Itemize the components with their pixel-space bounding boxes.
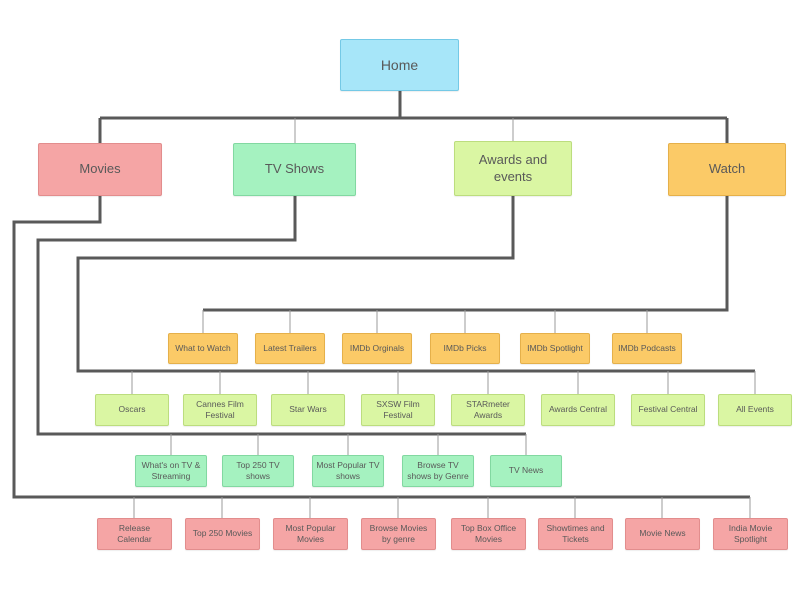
node-sxsw-film-festival[interactable]: SXSW Film Festival [361,394,435,426]
node-oscars[interactable]: Oscars [95,394,169,426]
node-imdb-spotlight[interactable]: IMDb Spotlight [520,333,590,364]
node-most-popular-movies[interactable]: Most Popular Movies [273,518,348,550]
node-top-250-movies[interactable]: Top 250 Movies [185,518,260,550]
node-imdb-originals[interactable]: IMDb Orginals [342,333,412,364]
connector-drops [131,118,756,518]
node-whats-on-tv-streaming[interactable]: What's on TV & Streaming [135,455,207,487]
node-tv-shows[interactable]: TV Shows [233,143,356,196]
node-all-events[interactable]: All Events [718,394,792,426]
node-star-wars[interactable]: Star Wars [271,394,345,426]
node-festival-central[interactable]: Festival Central [631,394,705,426]
node-movies[interactable]: Movies [38,143,162,196]
node-browse-tv-shows-by-genre[interactable]: Browse TV shows by Genre [402,455,474,487]
node-watch[interactable]: Watch [668,143,786,196]
node-awards-and-events[interactable]: Awards and events [454,141,572,196]
node-home[interactable]: Home [340,39,459,91]
node-most-popular-tv-shows[interactable]: Most Popular TV shows [312,455,384,487]
node-imdb-podcasts[interactable]: IMDb Podcasts [612,333,682,364]
node-india-movie-spotlight[interactable]: India Movie Spotlight [713,518,788,550]
node-cannes-film-festival[interactable]: Cannes Film Festival [183,394,257,426]
node-release-calendar[interactable]: Release Calendar [97,518,172,550]
node-starmeter-awards[interactable]: STARmeter Awards [451,394,525,426]
node-top-box-office-movies[interactable]: Top Box Office Movies [451,518,526,550]
connector-trunks [12,91,755,499]
node-awards-central[interactable]: Awards Central [541,394,615,426]
node-browse-movies-by-genre[interactable]: Browse Movies by genre [361,518,436,550]
node-showtimes-and-tickets[interactable]: Showtimes and Tickets [538,518,613,550]
node-tv-news[interactable]: TV News [490,455,562,487]
node-movie-news[interactable]: Movie News [625,518,700,550]
node-imdb-picks[interactable]: IMDb Picks [430,333,500,364]
node-what-to-watch[interactable]: What to Watch [168,333,238,364]
node-top-250-tv-shows[interactable]: Top 250 TV shows [222,455,294,487]
node-latest-trailers[interactable]: Latest Trailers [255,333,325,364]
